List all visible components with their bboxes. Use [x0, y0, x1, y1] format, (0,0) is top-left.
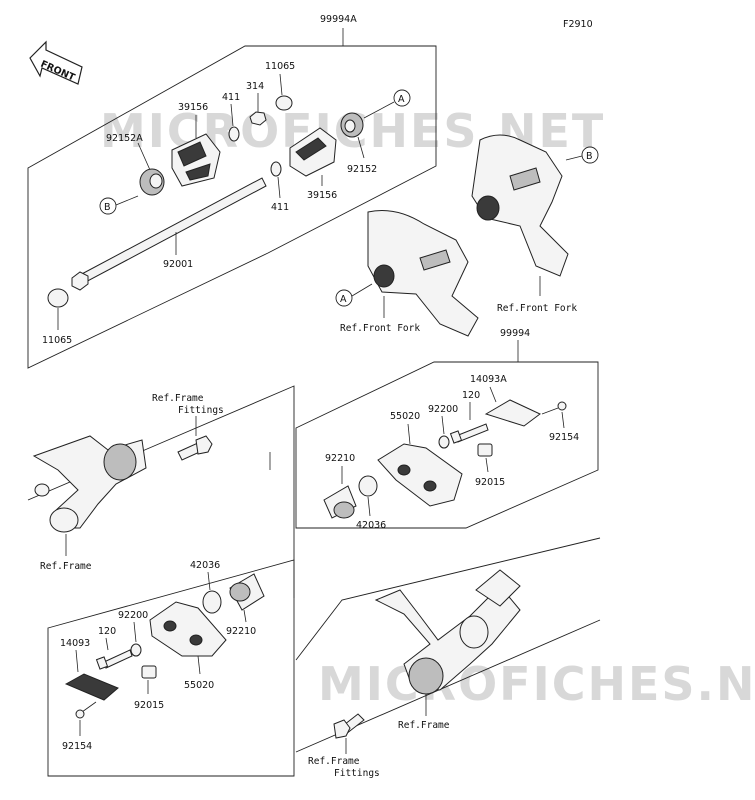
kit-label-99994A: 99994A [320, 14, 357, 25]
callout-b-upper-label: B [104, 202, 111, 213]
screw-92154-bottom [75, 701, 97, 719]
label-92154-top: 92154 [549, 432, 579, 443]
label-120-bottom: 120 [98, 626, 116, 637]
frame-reference-right-group: Ref.Frame Fittings Ref.Frame [295, 537, 601, 779]
cap-92210-bottom [229, 573, 265, 611]
callout-b-fork [581, 146, 599, 164]
label-411-top: 411 [222, 92, 240, 103]
clip-11065-bottom [47, 288, 69, 308]
ring-42036-top [358, 475, 378, 497]
label-92200-bottom: 92200 [118, 610, 148, 621]
middle-kit-box [295, 361, 599, 529]
kit-label-99994: 99994 [500, 328, 530, 339]
label-55020-top: 55020 [390, 411, 420, 422]
slider-body-55020-top [377, 443, 463, 507]
axle-92001 [71, 177, 267, 291]
ref-frame-fittings-left-2: Fittings [178, 405, 224, 416]
nut-314 [249, 111, 267, 126]
collar-92152A [139, 168, 165, 196]
bolt-120-bottom [95, 649, 133, 670]
front-fork-left [367, 210, 479, 337]
slider-39156-right [289, 127, 337, 177]
front-direction-arrow: FRONT [29, 40, 83, 85]
label-92210-bottom: 92210 [226, 626, 256, 637]
washer-92200-top [438, 435, 450, 449]
label-120-top: 120 [462, 390, 480, 401]
frame-reference-left-group: Ref.Frame Fittings Ref.Frame [27, 385, 295, 598]
clip-11065-top [275, 95, 293, 111]
spacer-92015-bottom [141, 665, 157, 679]
label-42036-bottom: 42036 [190, 560, 220, 571]
lower-kit-box [47, 559, 295, 777]
callout-a-fork-label: A [340, 294, 347, 305]
screw-92154-top [541, 401, 567, 415]
cap-92210-top [323, 485, 357, 519]
bolt-frame-fittings-left [177, 435, 213, 461]
label-411-lower: 411 [271, 202, 289, 213]
callout-b-fork-label: B [586, 151, 593, 162]
label-11065-bottom: 11065 [42, 335, 72, 346]
label-92210-top: 92210 [325, 453, 355, 464]
label-92015-bottom: 92015 [134, 700, 164, 711]
ref-frame-fittings-right-2: Fittings [334, 768, 380, 779]
label-39156-right: 39156 [307, 190, 337, 201]
bolt-frame-fittings-right [333, 713, 365, 739]
label-42036-top: 42036 [356, 520, 386, 531]
lower-kit-group: 42036 92210 55020 92200 120 14093 [47, 559, 295, 777]
label-92152A: 92152A [106, 133, 143, 144]
middle-kit-group: 99994 14093A 92154 120 92200 55020 [295, 328, 599, 531]
label-55020-bottom: 55020 [184, 680, 214, 691]
bracket-14093 [64, 673, 119, 701]
washer-92200-bottom [130, 643, 142, 657]
slider-39156-left [171, 133, 221, 187]
bolt-120-top [449, 423, 489, 444]
upper-kit-box [27, 45, 437, 369]
ref-frame-fittings-right-1: Ref.Frame [308, 756, 360, 767]
frame-tube-right [374, 569, 521, 695]
frame-ref-frame-right-top [295, 537, 601, 661]
label-14093A: 14093A [470, 374, 507, 385]
ref-frame-fittings-left-1: Ref.Frame [152, 393, 204, 404]
diagram-code: F2910 [563, 19, 593, 30]
spacer-92015-top [477, 443, 493, 457]
label-39156-left: 39156 [178, 102, 208, 113]
front-fork-right [471, 134, 569, 277]
callout-b-upper [99, 197, 117, 215]
bracket-14093A [484, 399, 541, 427]
label-92015-top: 92015 [475, 477, 505, 488]
ref-frame-left: Ref.Frame [40, 561, 92, 572]
label-14093: 14093 [60, 638, 90, 649]
washer-411-lower [270, 161, 282, 177]
ref-front-fork-left: Ref.Front Fork [340, 323, 420, 334]
label-92200-top: 92200 [428, 404, 458, 415]
label-314: 314 [246, 81, 264, 92]
ref-frame-right: Ref.Frame [398, 720, 450, 731]
upper-kit-group: 99994A 11065 314 411 39156 92152A B [27, 14, 437, 369]
collar-92152 [340, 112, 364, 138]
ref-front-fork-right: Ref.Front Fork [497, 303, 577, 314]
frame-tube-left [32, 435, 147, 533]
callout-a-upper-label: A [398, 94, 405, 105]
slider-body-55020-bottom [149, 601, 227, 657]
label-92152: 92152 [347, 164, 377, 175]
ring-42036-bottom [202, 590, 222, 614]
label-92001: 92001 [163, 259, 193, 270]
callout-a-fork [335, 289, 353, 307]
label-11065-top: 11065 [265, 61, 295, 72]
label-92154-bottom: 92154 [62, 741, 92, 752]
callout-a-upper [393, 89, 411, 107]
washer-411-top [228, 126, 240, 142]
watermark-bottom: MICROFICHES.NET [318, 657, 755, 711]
